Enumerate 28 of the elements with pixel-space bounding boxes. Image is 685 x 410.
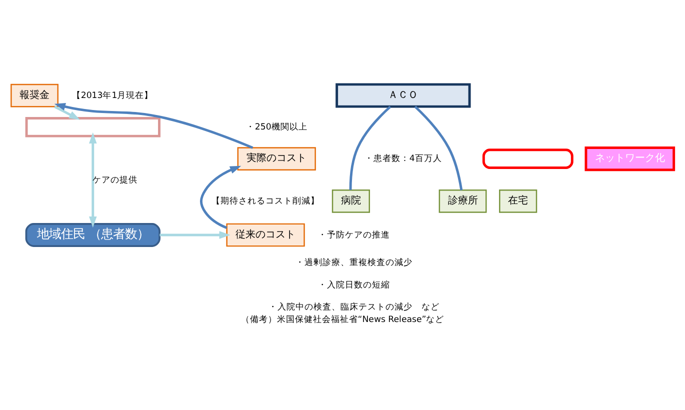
label: ・入院日数の短縮 <box>318 280 390 290</box>
arrow <box>54 102 254 148</box>
node-box: 在宅 <box>499 189 538 212</box>
node-box: 診療所 <box>438 189 487 212</box>
label: ・過剰診療、重複検査の減少 <box>296 258 413 268</box>
node-box: ネットワーク化 <box>584 146 676 171</box>
node-box: 地域住民 （患者数） <box>25 222 160 246</box>
arrow <box>160 230 230 238</box>
label: 【期待されるコスト削減】 <box>212 196 320 206</box>
label: 【2013年1月現在】 <box>72 90 154 100</box>
arrow <box>89 132 97 228</box>
label: ・250機関以上 <box>246 122 308 132</box>
arrow <box>54 105 80 120</box>
label: ・患者数：4百万人 <box>364 154 442 164</box>
node-box: 報奨金 <box>10 83 58 107</box>
arrow <box>200 165 242 228</box>
label: ・入院中の検査、臨床テストの減少 など <box>268 302 440 312</box>
node-box <box>25 116 160 137</box>
label: ・予防ケアの推進 <box>318 230 390 240</box>
node-box: ＡＣＯ <box>336 82 471 108</box>
node-box: 従来のコスト <box>226 222 305 246</box>
node-box: 病院 <box>332 189 370 212</box>
node-box: 実際のコスト <box>237 146 316 170</box>
node-box <box>482 148 574 168</box>
connector <box>349 105 392 190</box>
edge-label: ケアの提供 <box>92 174 138 185</box>
caption: （備考）米国保健社会福祉省“News Release”など <box>240 314 444 324</box>
connector <box>414 105 463 190</box>
